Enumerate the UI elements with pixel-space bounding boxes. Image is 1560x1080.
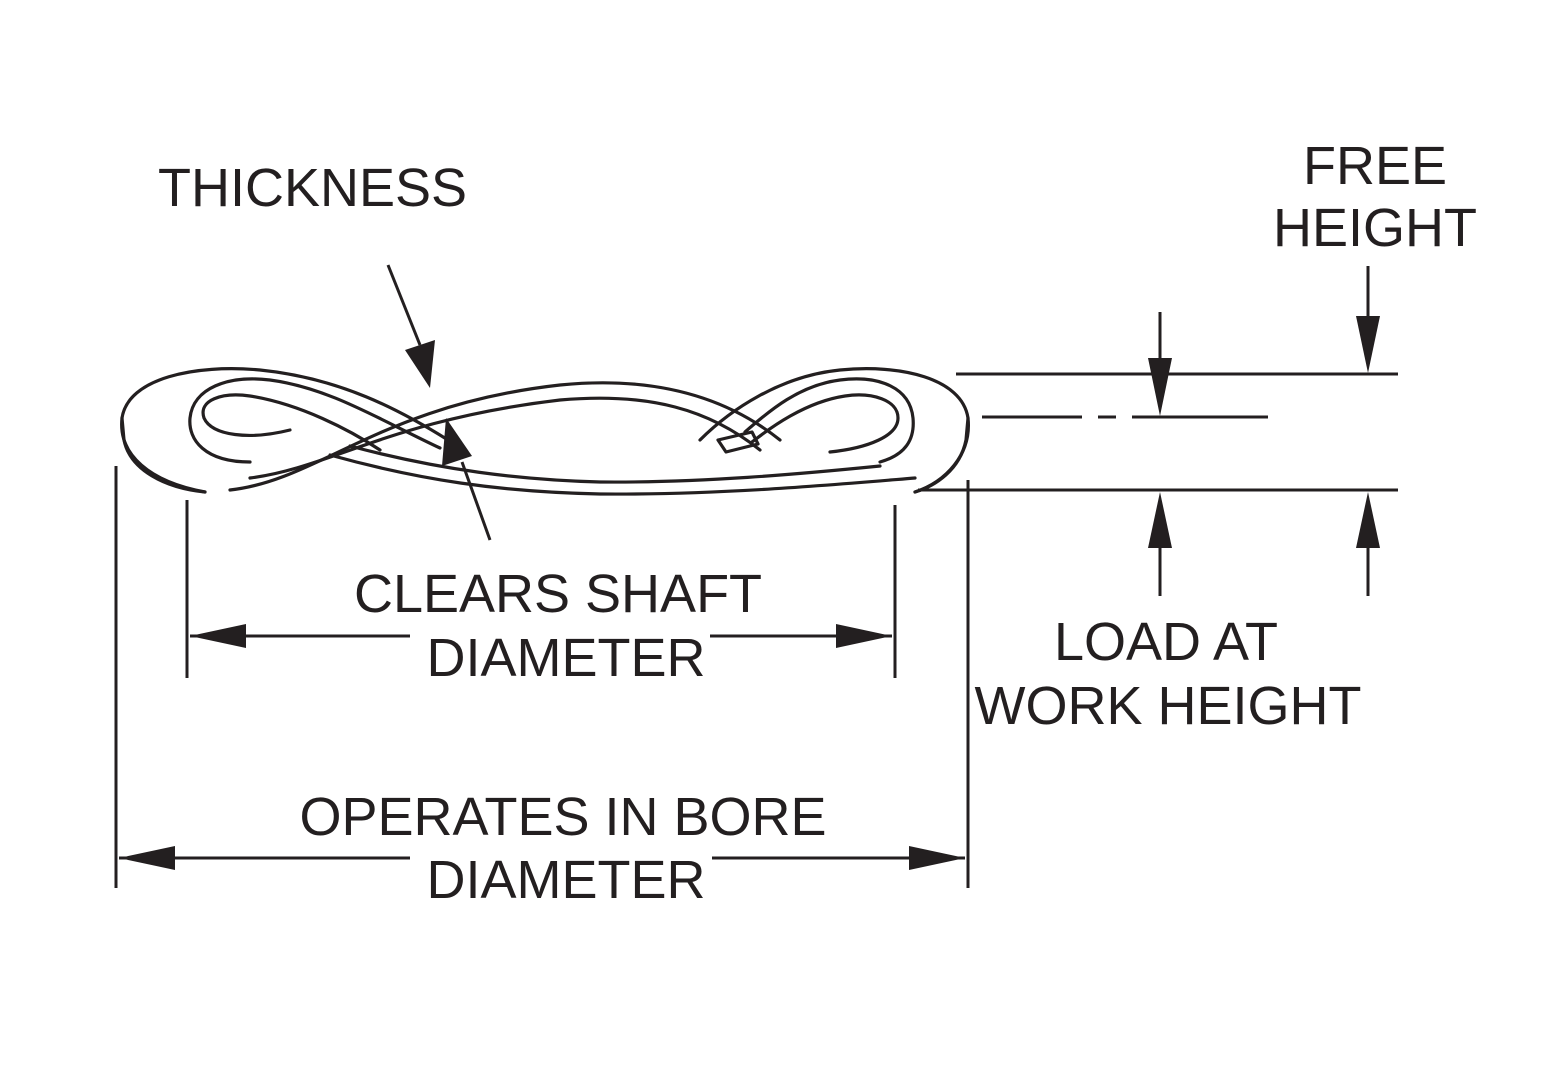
shaft-label-line1: CLEARS SHAFT	[354, 564, 762, 624]
wave-spring-drawing	[120, 367, 970, 496]
bore-label-line1: OPERATES IN BORE	[299, 787, 826, 847]
load-label-line1: LOAD AT	[1054, 612, 1278, 672]
bore-label-line2: DIAMETER	[426, 850, 705, 910]
free-height-arrows	[1356, 266, 1380, 596]
shaft-diameter-dimension	[185, 500, 897, 678]
height-reference-lines	[918, 372, 1398, 492]
load-work-height-arrows	[1148, 312, 1172, 596]
thickness-label: THICKNESS	[158, 158, 467, 218]
shaft-label-line2: DIAMETER	[426, 628, 705, 688]
free-height-label-line1: FREE	[1303, 136, 1447, 196]
thickness-indicator	[386, 264, 492, 541]
load-label-line2: WORK HEIGHT	[975, 676, 1362, 736]
free-height-label-line2: HEIGHT	[1273, 198, 1477, 258]
bore-diameter-dimension	[114, 466, 970, 888]
